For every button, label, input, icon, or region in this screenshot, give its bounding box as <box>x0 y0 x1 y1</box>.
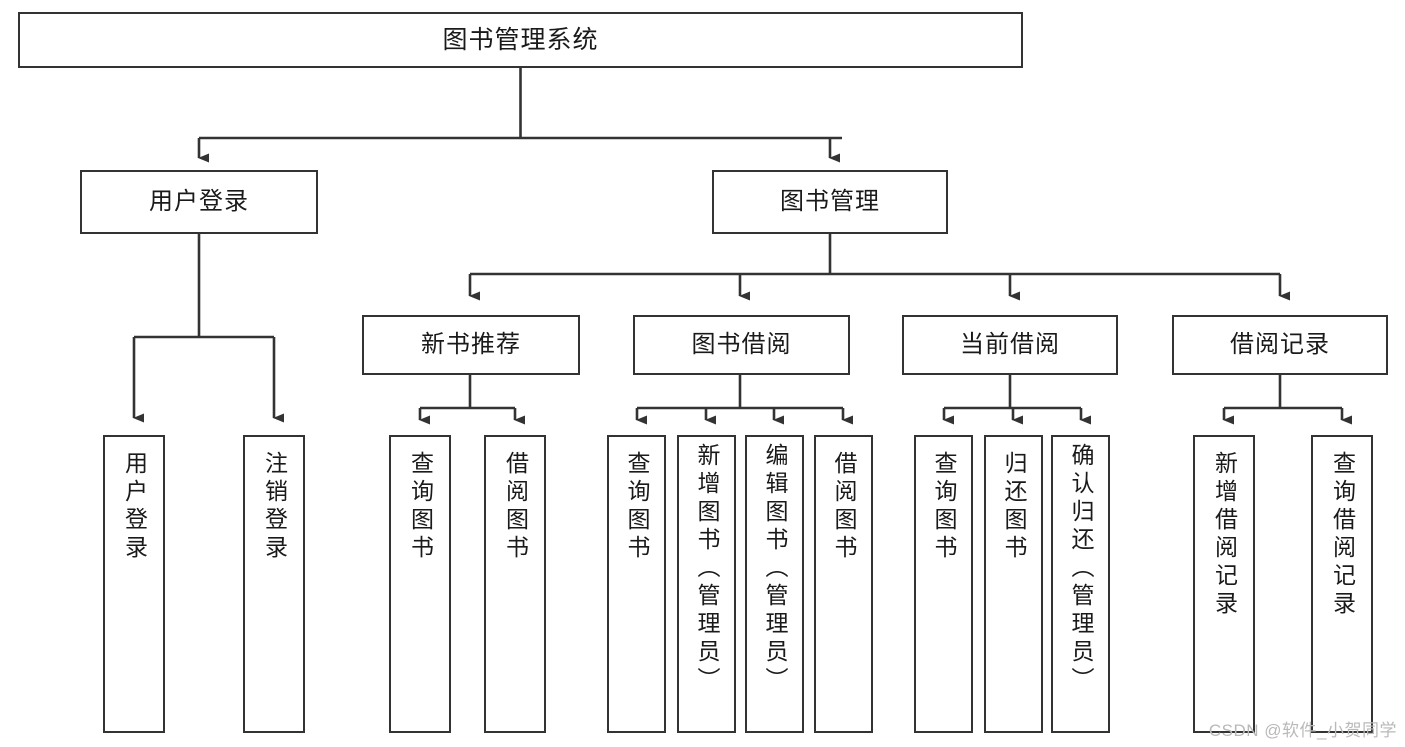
node-leaf-query-book-3[interactable]: 查询图书 <box>914 435 973 733</box>
node-leaf-query-book-1-label: 查询图书 <box>407 451 434 563</box>
node-leaf-query-book-3-label: 查询图书 <box>931 451 957 563</box>
node-new-book-recommend[interactable]: 新书推荐 <box>362 315 580 375</box>
node-leaf-user-logout-label: 注销登录 <box>261 451 288 563</box>
node-root[interactable]: 图书管理系统 <box>18 12 1023 68</box>
node-leaf-edit-book[interactable]: 编辑图书（管理员） <box>745 435 804 733</box>
node-new-book-recommend-label: 新书推荐 <box>421 330 521 358</box>
node-leaf-borrow-book-1-label: 借阅图书 <box>502 451 529 563</box>
node-leaf-query-record-label: 查询借阅记录 <box>1329 451 1356 619</box>
node-book-borrow[interactable]: 图书借阅 <box>633 315 850 375</box>
node-leaf-add-record[interactable]: 新增借阅记录 <box>1193 435 1255 733</box>
node-leaf-add-book[interactable]: 新增图书（管理员） <box>677 435 736 733</box>
node-leaf-borrow-book-2[interactable]: 借阅图书 <box>814 435 873 733</box>
node-borrow-record-label: 借阅记录 <box>1230 330 1330 358</box>
node-book-borrow-label: 图书借阅 <box>691 330 792 358</box>
node-borrow-record[interactable]: 借阅记录 <box>1172 315 1388 375</box>
node-leaf-query-book-2-label: 查询图书 <box>624 451 650 563</box>
node-user-login-label: 用户登录 <box>149 187 249 215</box>
node-leaf-query-record[interactable]: 查询借阅记录 <box>1311 435 1373 733</box>
node-root-label: 图书管理系统 <box>442 26 599 54</box>
node-leaf-user-login-label: 用户登录 <box>121 451 148 563</box>
node-leaf-edit-book-label: 编辑图书（管理员） <box>762 443 788 695</box>
node-leaf-return-book[interactable]: 归还图书 <box>984 435 1043 733</box>
node-current-borrow[interactable]: 当前借阅 <box>902 315 1118 375</box>
node-leaf-borrow-book-1[interactable]: 借阅图书 <box>484 435 546 733</box>
node-leaf-confirm-return-label: 确认归还（管理员） <box>1068 443 1094 695</box>
node-book-manage[interactable]: 图书管理 <box>712 170 948 234</box>
node-leaf-confirm-return[interactable]: 确认归还（管理员） <box>1051 435 1110 733</box>
watermark: CSDN @软件_小贺同学 <box>1208 721 1397 740</box>
node-leaf-add-record-label: 新增借阅记录 <box>1211 451 1238 619</box>
node-leaf-user-login[interactable]: 用户登录 <box>103 435 165 733</box>
node-book-manage-label: 图书管理 <box>780 187 880 215</box>
node-leaf-query-book-2[interactable]: 查询图书 <box>607 435 666 733</box>
node-leaf-borrow-book-2-label: 借阅图书 <box>831 451 857 563</box>
node-leaf-query-book-1[interactable]: 查询图书 <box>389 435 451 733</box>
node-leaf-return-book-label: 归还图书 <box>1001 451 1027 563</box>
node-leaf-user-logout[interactable]: 注销登录 <box>243 435 305 733</box>
node-leaf-add-book-label: 新增图书（管理员） <box>694 443 720 695</box>
node-user-login[interactable]: 用户登录 <box>80 170 318 234</box>
node-current-borrow-label: 当前借阅 <box>960 330 1060 358</box>
